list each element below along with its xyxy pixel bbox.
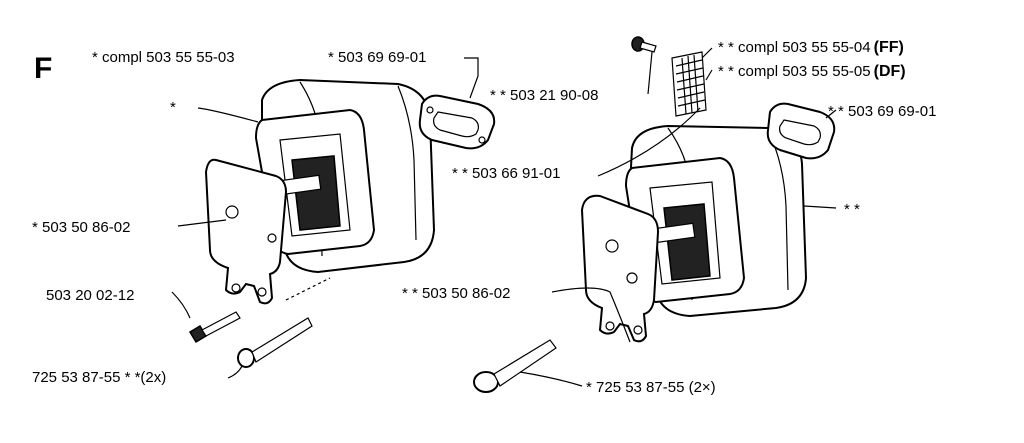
- label-right-screen: * * 503 66 91-01: [452, 165, 560, 182]
- left-gasket: [418, 94, 496, 150]
- left-muffler: [254, 78, 436, 274]
- label-right-screw-long: * 725 53 87-55 (2×): [586, 379, 716, 396]
- label-right-plate: * * 503 50 86-02: [402, 285, 510, 302]
- label-right-compl-ff: * * compl 503 55 55-04(FF): [718, 39, 904, 56]
- label-left-muffler: *: [170, 99, 176, 116]
- right-screw-long: [473, 339, 557, 393]
- label-left-screw-small: 503 20 02-12: [46, 287, 134, 304]
- spark-screen: [671, 51, 707, 117]
- right-gasket: [766, 102, 836, 160]
- left-plate: [204, 158, 288, 305]
- section-letter: F: [34, 52, 52, 85]
- left-screw-small: [188, 311, 241, 344]
- label-left-plate: * 503 50 86-02: [32, 219, 130, 236]
- left-screw-long: [237, 317, 313, 368]
- right-plate: [580, 194, 660, 343]
- label-right-screen-screw: * * 503 21 90-08: [490, 87, 598, 104]
- label-right-gasket: * * 503 69 69-01: [828, 103, 936, 120]
- label-right-muffler: * *: [844, 201, 860, 218]
- label-left-gasket: * 503 69 69-01: [328, 49, 426, 66]
- label-left-screw-long: 725 53 87-55 * *(2x): [32, 369, 166, 386]
- label-right-compl-df: * * compl 503 55 55-05(DF): [718, 63, 906, 80]
- screen-screw: [631, 36, 657, 53]
- label-left-compl: * compl 503 55 55-03: [92, 49, 235, 66]
